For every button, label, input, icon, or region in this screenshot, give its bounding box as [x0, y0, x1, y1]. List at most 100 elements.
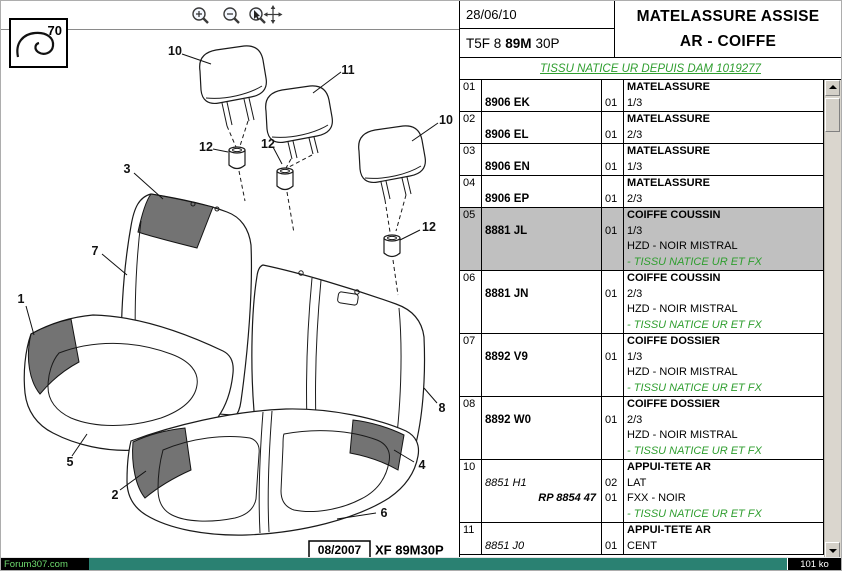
row-index: 07: [460, 334, 482, 396]
row-index: 03: [460, 144, 482, 175]
diagram-callout[interactable]: 12: [199, 140, 213, 154]
vehicle-code-main: 89M: [505, 35, 532, 51]
vehicle-code: T5F 8 89M 30P: [460, 29, 614, 57]
row-index: 05: [460, 208, 482, 270]
arrow-up-icon: [829, 85, 837, 89]
row-replacement-ref: RP 8854 47: [538, 492, 596, 504]
row-part-ref: 8851 J0: [482, 523, 602, 554]
vehicle-code-prefix: T5F 8: [466, 35, 502, 51]
scrollbar-track[interactable]: [824, 80, 841, 558]
headrest-center: [265, 85, 333, 160]
scrollbar-thumb[interactable]: [825, 98, 840, 132]
diagram-callout[interactable]: 6: [381, 506, 388, 520]
diagram-callout[interactable]: 8: [439, 401, 446, 415]
thumbnail-label: 70: [48, 23, 62, 38]
row-part-ref: 8906 EN: [482, 144, 602, 175]
seat-diagram: 70: [1, 5, 459, 558]
parts-header-meta: 28/06/10 T5F 8 89M 30P: [460, 1, 615, 57]
trim-patch-4: [349, 419, 405, 471]
headrest-wire-icon: [16, 31, 55, 58]
row-qty: 01: [602, 334, 624, 396]
diagram-pane: 70: [1, 1, 459, 557]
row-qty: 01: [602, 176, 624, 207]
vehicle-code-suffix: 30P: [535, 35, 560, 51]
diagram-callout[interactable]: 1: [18, 292, 25, 306]
diagram-callout[interactable]: 2: [112, 488, 119, 502]
part-thumbnail[interactable]: 70: [9, 18, 68, 68]
parts-header: 28/06/10 T5F 8 89M 30P MATELASSURE ASSIS…: [460, 1, 841, 58]
row-index: 04: [460, 176, 482, 207]
row-qty: 01: [602, 271, 624, 333]
headrest-outer-left: [199, 45, 267, 127]
zoom-select-icon[interactable]: [249, 7, 266, 24]
row-part-ref: 8892 V9: [482, 334, 602, 396]
page-title: MATELASSURE ASSISE AR - COIFFE: [615, 1, 841, 57]
diagram-callout[interactable]: 12: [261, 137, 275, 151]
zoom-out-icon[interactable]: [223, 7, 240, 24]
headrest-sleeves: [228, 146, 401, 258]
row-qty: 01: [602, 208, 624, 270]
arrow-down-icon: [829, 549, 837, 553]
diagram-callout[interactable]: 4: [419, 458, 426, 472]
watermark-site: Forum307.com: [1, 558, 89, 570]
row-index: 08: [460, 397, 482, 459]
pan-icon[interactable]: [263, 5, 283, 24]
scrollbar-down-button[interactable]: [825, 542, 840, 558]
scrollbar-up-button[interactable]: [825, 80, 840, 96]
parts-panel: 28/06/10 T5F 8 89M 30P MATELASSURE ASSIS…: [459, 1, 841, 558]
zoom-in-icon[interactable]: [192, 7, 209, 24]
row-part-ref: 8892 W0: [482, 397, 602, 459]
row-index: 06: [460, 271, 482, 333]
diagram-callout[interactable]: 10: [168, 44, 182, 58]
diagram-date-label: 08/2007: [318, 543, 362, 557]
row-part-ref: 8881 JN: [482, 271, 602, 333]
row-index: 11: [460, 523, 482, 554]
assembly-guides: [226, 120, 407, 296]
page-title-line1: MATELASSURE ASSISE: [636, 8, 820, 25]
diagram-callout[interactable]: 11: [341, 63, 354, 77]
row-qty: 01: [602, 523, 624, 554]
diagram-callout[interactable]: 12: [422, 220, 436, 234]
headrest-outer-right: [358, 125, 426, 201]
document-date: 28/06/10: [460, 1, 614, 29]
diagram-callout[interactable]: 7: [92, 244, 99, 258]
row-qty: 01: [602, 144, 624, 175]
row-index: 10: [460, 460, 482, 522]
diagram-callout[interactable]: 3: [124, 162, 131, 176]
row-index: 01: [460, 80, 482, 111]
cushion-left: [23, 314, 234, 451]
diagram-callout[interactable]: 10: [439, 113, 453, 127]
file-size-badge: 101 ko: [787, 558, 841, 570]
row-qty: 01: [602, 80, 624, 111]
callout-leaders: [25, 53, 439, 520]
cushion-right: [126, 408, 420, 536]
row-index: 02: [460, 112, 482, 143]
diagram-callout[interactable]: 5: [67, 455, 74, 469]
row-part-ref: 8906 EL: [482, 112, 602, 143]
row-qty: 01: [602, 397, 624, 459]
row-part-ref: 8906 EK: [482, 80, 602, 111]
diagram-date-box: 08/2007: [308, 540, 371, 557]
diagram-ref-code: XF 89M30P: [375, 543, 444, 558]
status-bar: Forum307.com 101 ko: [1, 557, 841, 570]
